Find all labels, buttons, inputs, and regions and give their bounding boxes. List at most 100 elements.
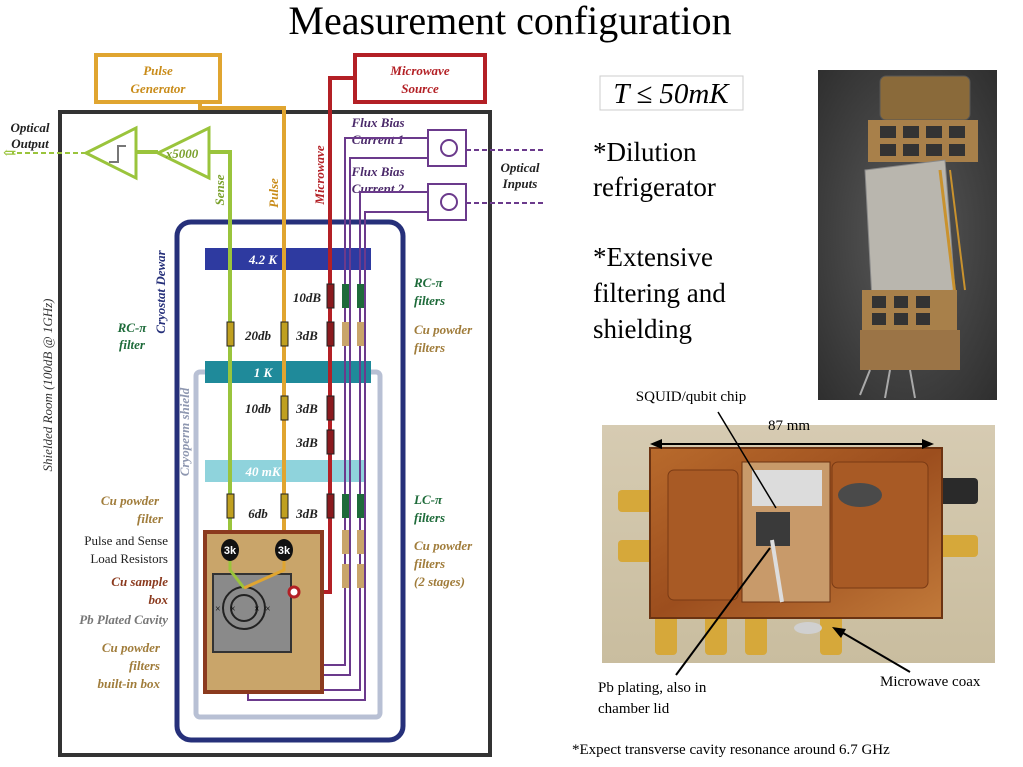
- flux-bias-2-source: [440, 193, 458, 211]
- left-cu-powder-label: Cu powder: [101, 493, 160, 508]
- optical-inputs-label-1: Optical: [501, 160, 540, 175]
- pb-plating-label: chamber lid: [598, 701, 670, 717]
- left-rc-filter-label: RC-π: [117, 320, 148, 335]
- junction-mark: ×: [254, 604, 260, 615]
- shielded-room-label: Shielded Room (100dB @ 1GHz): [40, 299, 55, 472]
- flux-bias-2-label-1: Flux Bias: [350, 164, 404, 179]
- attenuators: [226, 283, 364, 588]
- right-rc-filters-label: filters: [414, 293, 445, 308]
- cu-powder-filter: [342, 530, 349, 554]
- bullet-dilution: refrigerator: [593, 172, 716, 202]
- pulse-generator-box: [94, 53, 222, 104]
- stage-40mk-label: 40 mK: [244, 464, 281, 479]
- chip-label: SQUID/qubit chip: [636, 389, 746, 405]
- microwave-coax-label: Microwave coax: [880, 674, 981, 690]
- stage-1k-label: 1 K: [254, 365, 274, 380]
- comparator: [82, 125, 138, 181]
- junction-mark: ×: [265, 604, 271, 615]
- rc-filter: [342, 284, 349, 308]
- left-load-resistor-label: Pulse and Sense: [84, 533, 168, 548]
- formula-box: [599, 75, 744, 111]
- att-label: 10db: [245, 401, 272, 416]
- junction-mark: ×: [230, 604, 236, 615]
- att-label: 6db: [248, 506, 268, 521]
- amplifier-gain-label: x5000: [165, 146, 199, 161]
- att-label: 3dB: [295, 401, 318, 416]
- flux-bias-1-label-2: Current 1: [352, 132, 404, 147]
- attenuator: [326, 321, 335, 347]
- flux-bias-1-box: [427, 129, 467, 167]
- stage-4k-label: 4.2 K: [248, 252, 279, 267]
- flux-bias-1-source: [440, 139, 458, 157]
- cryoperm-shield-label: Cryoperm shield: [177, 387, 192, 476]
- right-cu-powder-2stage-label: (2 stages): [414, 574, 465, 589]
- att-label: 3dB: [295, 435, 318, 450]
- lc-filter: [342, 494, 349, 518]
- left-sample-box-label: box: [149, 592, 169, 607]
- pb-plating-pointer: [675, 547, 771, 676]
- microwave-coax-pointer: [837, 629, 911, 673]
- cryostat-dewar-label: Cryostat Dewar: [153, 249, 168, 333]
- att-label: 3dB: [295, 328, 318, 343]
- pb-plated-cavity: [212, 573, 292, 653]
- microwave-port: [287, 585, 301, 599]
- left-cu-powder-label: filter: [137, 511, 164, 526]
- footnote: *Expect transverse cavity resonance arou…: [572, 742, 890, 758]
- right-lc-filters-label: LC-π: [413, 492, 443, 507]
- shielded-room-box: [58, 110, 492, 757]
- temperature-formula: T ≤ 50mK: [613, 78, 730, 110]
- microwave-line-label: Microwave: [312, 145, 327, 205]
- pulse-generator-label-2: Generator: [131, 81, 187, 96]
- cu-powder-filter: [357, 564, 364, 588]
- left-pb-cavity-label: Pb Plated Cavity: [79, 612, 168, 627]
- dimension-arrowhead-right: [922, 439, 934, 449]
- attenuator: [326, 395, 335, 421]
- att-label: 3dB: [295, 506, 318, 521]
- sense-line: [209, 150, 232, 548]
- att-label: 20db: [244, 328, 272, 343]
- microwave-source-label-1: Microwave: [389, 63, 449, 78]
- amplifier-x5000: [154, 125, 211, 181]
- cu-powder-filter: [357, 322, 364, 346]
- load-resistor-label: 3k: [278, 545, 291, 557]
- attenuator: [280, 395, 289, 421]
- attenuator: [226, 321, 235, 347]
- schematic: Shielded Room (100dB @ 1GHz) Cryostat De…: [3, 53, 545, 757]
- left-sample-box-label: Cu sample: [111, 574, 168, 589]
- right-lc-filters-label: filters: [414, 510, 445, 525]
- left-builtin-label: built-in box: [98, 676, 161, 691]
- bullet-filtering: shielding: [593, 314, 692, 344]
- bullet-filtering: *Extensive: [593, 242, 713, 272]
- cryostat-dewar: [174, 219, 406, 743]
- right-cu-powder-2stage-label: filters: [414, 556, 445, 571]
- dimension-label: 87 mm: [768, 418, 810, 434]
- attenuator: [226, 493, 235, 519]
- right-cu-powder-label: Cu powder: [414, 322, 473, 337]
- optical-output-arrow: ⇐: [3, 145, 16, 162]
- comparator-symbol: [109, 145, 126, 163]
- page-title: Measurement configuration: [288, 0, 731, 43]
- right-cu-powder-label: filters: [414, 340, 445, 355]
- sense-line-label: Sense: [212, 174, 227, 205]
- optical-inputs-label-2: Inputs: [502, 176, 538, 191]
- cavity-ring-inner: [230, 594, 258, 622]
- load-resistor-pulse: [275, 539, 293, 561]
- cu-powder-filter: [342, 322, 349, 346]
- optical-output-label-2: Output: [11, 136, 49, 151]
- left-builtin-label: filters: [129, 658, 160, 673]
- left-rc-filter-label: filter: [119, 337, 146, 352]
- junction-mark: ×: [215, 604, 221, 615]
- dilution-refrigerator-photo: [818, 70, 997, 400]
- right-rc-filters-label: RC-π: [413, 275, 444, 290]
- attenuator: [326, 429, 335, 455]
- pulse-line-label: Pulse: [266, 178, 281, 208]
- sample-box-photo: [602, 425, 995, 663]
- load-resistor-label: 3k: [224, 545, 237, 557]
- bullet-filtering: filtering and: [593, 278, 726, 308]
- chip-pointer: [717, 411, 777, 509]
- bullet-dilution: *Dilution: [593, 137, 697, 167]
- pb-plating-label: Pb plating, also in: [598, 680, 707, 696]
- load-resistor-sense: [221, 539, 239, 561]
- pulse-generator-label-1: Pulse: [143, 63, 173, 78]
- rc-filter: [357, 284, 364, 308]
